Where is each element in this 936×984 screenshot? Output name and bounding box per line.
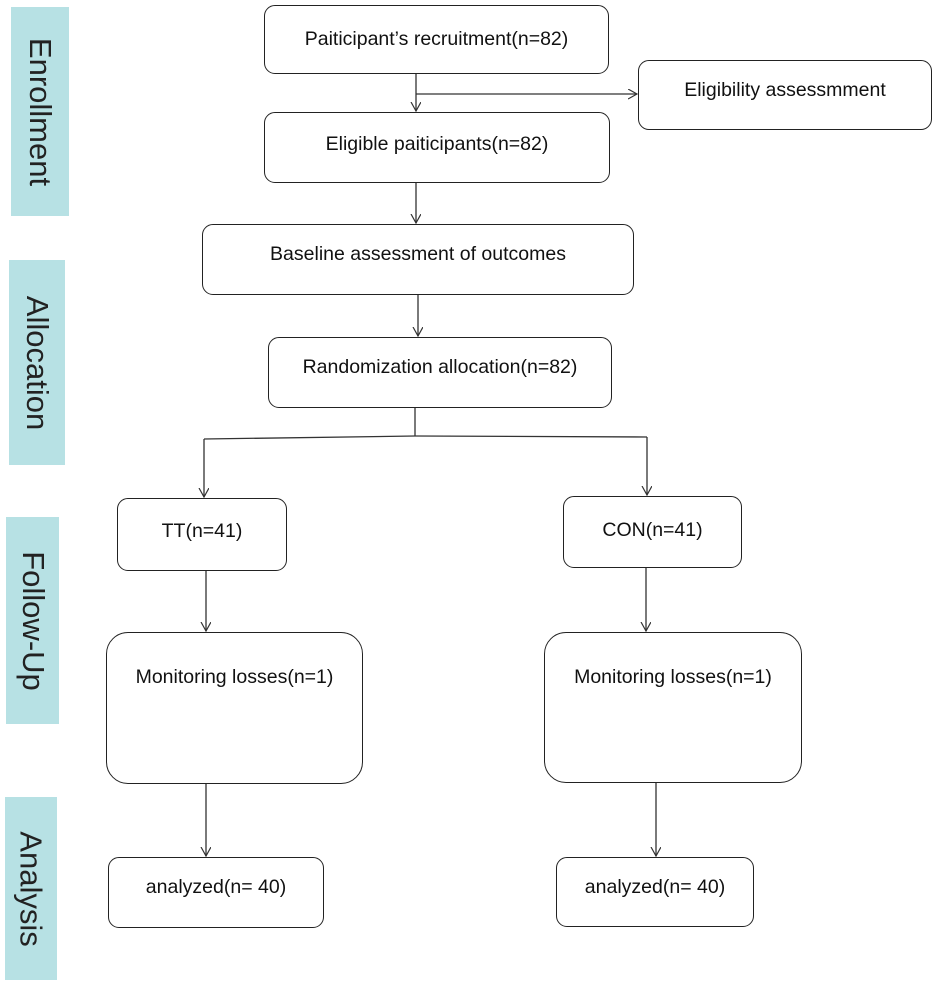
stage-band-follow-up: Follow-Up <box>6 517 59 724</box>
stage-band-analysis: Analysis <box>5 797 57 980</box>
con-monitoring-losses-text: Monitoring losses(n=1) <box>574 666 772 688</box>
con-group-box: CON(n=41) <box>563 496 742 568</box>
stage-band-enrollment: Enrollment <box>11 7 69 216</box>
stage-band-allocation: Allocation <box>9 260 65 465</box>
tt-monitoring-losses-box: Monitoring losses(n=1) <box>106 632 363 784</box>
baseline-text: Baseline assessment of outcomes <box>270 243 566 265</box>
con-group-text: CON(n=41) <box>602 519 703 541</box>
tt-monitoring-losses-text: Monitoring losses(n=1) <box>135 666 334 688</box>
split-line-right <box>414 435 648 438</box>
tt-analyzed-box: analyzed(n= 40) <box>108 857 324 928</box>
tt-group-text: TT(n=41) <box>161 520 243 542</box>
eligibility-assessment-box: Eligibility assessmment <box>638 60 932 130</box>
randomization-box: Randomization allocation(n=82) <box>268 337 612 408</box>
eligibility-assessment-text: Eligibility assessmment <box>684 79 886 101</box>
randomization-text: Randomization allocation(n=82) <box>302 356 578 378</box>
tt-group-box: TT(n=41) <box>117 498 287 571</box>
split-line-left <box>203 435 416 440</box>
eligible-box: Eligible paiticipants(n=82) <box>264 112 610 183</box>
con-analyzed-text: analyzed(n= 40) <box>584 876 726 898</box>
baseline-box: Baseline assessment of outcomes <box>202 224 634 295</box>
recruitment-box: Paiticipant’s recruitment(n=82) <box>264 5 609 74</box>
con-monitoring-losses-box: Monitoring losses(n=1) <box>544 632 802 783</box>
eligible-text: Eligible paiticipants(n=82) <box>325 133 549 155</box>
con-analyzed-box: analyzed(n= 40) <box>556 857 754 927</box>
tt-analyzed-text: analyzed(n= 40) <box>145 876 287 898</box>
recruitment-text: Paiticipant’s recruitment(n=82) <box>304 28 569 50</box>
